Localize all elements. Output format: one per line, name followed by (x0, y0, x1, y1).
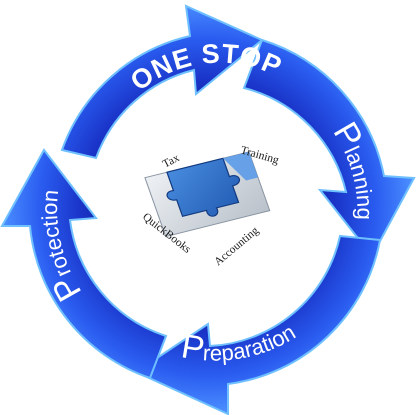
puzzle-graphic (144, 151, 271, 238)
arrow-bottom (133, 234, 382, 415)
puzzle-piece-blue (166, 157, 241, 218)
arrow-right (242, 38, 416, 258)
arrow-top (60, 4, 264, 160)
arrow-left (0, 148, 168, 380)
arrow-ring (0, 4, 416, 415)
